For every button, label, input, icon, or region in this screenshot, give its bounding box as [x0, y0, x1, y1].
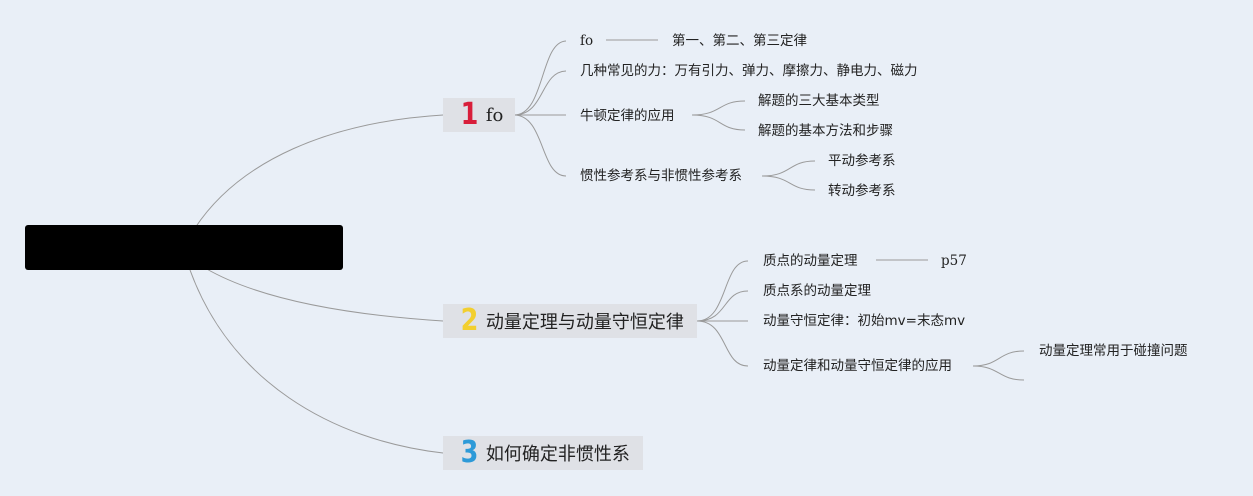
topic-system-momentum-theorem[interactable]: 质点系的动量定理: [763, 283, 871, 299]
link-b2-application: [696, 320, 749, 367]
topic-newton-application[interactable]: 牛顿定律的应用: [580, 108, 675, 124]
link-newton-child1: [691, 100, 746, 116]
topic-momentum-application[interactable]: 动量定律和动量守恒定律的应用: [763, 358, 952, 374]
link-frames-child1: [761, 160, 816, 177]
branch-2-label: 动量定理与动量守恒定律: [485, 312, 684, 333]
branch-3-number: 3: [460, 435, 479, 470]
link-app-child2: [972, 365, 1025, 381]
root-node[interactable]: [25, 225, 343, 270]
link-root-branch1: [194, 114, 444, 229]
link-frames-child2: [761, 175, 816, 191]
link-b2-system: [696, 290, 749, 322]
topic-particle-momentum-theorem[interactable]: 质点的动量定理: [763, 253, 858, 269]
link-newton-child2: [691, 114, 746, 131]
link-root-branch2: [204, 267, 444, 322]
topic-fo-note[interactable]: 第一、第二、第三定律: [672, 33, 807, 49]
topic-collision-problems[interactable]: 动量定理常用于碰撞问题: [1039, 343, 1188, 359]
topic-translational-frame[interactable]: 平动参考系: [828, 153, 896, 169]
topic-reference-frames[interactable]: 惯性参考系与非惯性参考系: [580, 168, 742, 184]
branch-3-label: 如何确定非惯性系: [485, 444, 630, 465]
branch-1-label: fo: [485, 104, 504, 126]
link-b1-fo: [513, 40, 567, 116]
branch-1-node[interactable]: 1 fo: [443, 98, 515, 132]
link-app-child1: [972, 350, 1025, 367]
link-b2-point: [696, 260, 749, 322]
topic-rotational-frame[interactable]: 转动参考系: [828, 183, 896, 199]
topic-page-ref[interactable]: p57: [941, 253, 967, 269]
branch-2-number: 2: [460, 303, 479, 338]
branch-2-node[interactable]: 2 动量定理与动量守恒定律: [443, 304, 697, 338]
topic-fo[interactable]: fo: [580, 33, 594, 49]
branch-3-node[interactable]: 3 如何确定非惯性系: [443, 436, 643, 470]
topic-methods-steps[interactable]: 解题的基本方法和步骤: [758, 123, 893, 139]
link-b1-frames: [513, 114, 567, 177]
topic-momentum-conservation[interactable]: 动量守恒定律：初始mv=末态mv: [763, 313, 966, 329]
topic-common-forces[interactable]: 几种常见的力：万有引力、弹力、摩擦力、静电力、磁力: [580, 63, 918, 79]
link-root-branch3: [189, 269, 444, 454]
topic-three-basic-types[interactable]: 解题的三大基本类型: [758, 93, 880, 109]
branch-1-number: 1: [460, 97, 479, 132]
link-b1-forces: [513, 70, 567, 116]
